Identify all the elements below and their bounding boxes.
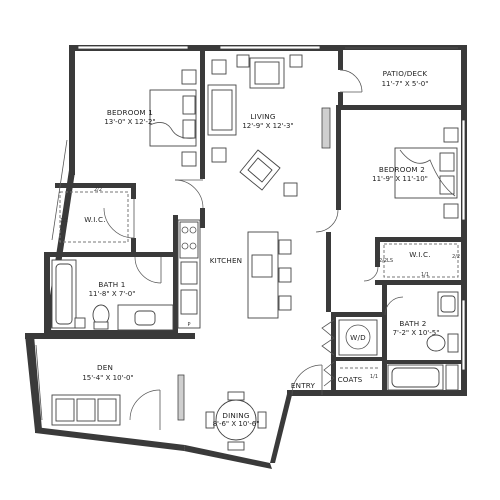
bath1-name: BATH 1: [98, 280, 125, 289]
wic2-name: W.I.C.: [409, 250, 430, 259]
wic1-top-shelf: 2/2: [94, 187, 102, 193]
room-labels: BEDROOM 1 13'-0" X 12'-2" LIVING 12'-9" …: [82, 69, 439, 428]
laundry-name: W/D: [350, 333, 366, 342]
den-furniture: [51, 374, 185, 426]
bath2-fixtures: [338, 291, 459, 391]
wic2-left-shelf: 2/2LS: [379, 258, 393, 264]
bath2-dims: 7'-2" X 10'-5": [393, 329, 440, 337]
shelf-labels: 2/2 1/1 2/2LS 2/2 1/1 1/1 P: [60, 187, 460, 380]
bedroom2-furniture: [394, 127, 459, 219]
bedroom2-dims: 11'-9" X 11'-10": [372, 175, 428, 183]
pantry-label: P: [187, 322, 190, 328]
living-name: LIVING: [250, 112, 275, 121]
wic1-name: W.I.C.: [84, 215, 105, 224]
dining-dims: 8'-6" X 10'-6": [213, 420, 260, 428]
entry-name: ENTRY: [291, 381, 316, 390]
wic1-side-shelf: 1/1: [60, 218, 68, 224]
coats-name: COATS: [338, 375, 363, 384]
bedroom2-name: BEDROOM 2: [379, 165, 425, 174]
wic2-bottom-shelf: 1/1: [421, 272, 429, 278]
kitchen-furniture: [177, 219, 292, 329]
den-name: DEN: [97, 363, 113, 372]
dining-furniture: [205, 391, 267, 451]
patio-dims: 11'-7" X 5'-0": [382, 80, 429, 88]
closet-shelves: [59, 191, 459, 369]
bath1-dims: 11'-8" X 7'-0": [89, 290, 136, 298]
den-dims: 15'-4" X 10'-0": [82, 374, 133, 382]
bedroom1-dims: 13'-0" X 12'-2": [104, 118, 155, 126]
bath1-fixtures: [51, 259, 174, 331]
interior-walls: [44, 50, 461, 394]
living-furniture: [207, 54, 331, 197]
living-dims: 12'-9" X 12'-3": [242, 122, 293, 130]
bedroom1-furniture: [149, 69, 197, 167]
patio-name: PATIO/DECK: [383, 69, 428, 78]
door-swings: [103, 69, 404, 430]
dining-name: DINING: [222, 411, 249, 420]
wic2-right-shelf: 2/2: [452, 254, 460, 260]
coats-shelf: 1/1: [370, 374, 378, 380]
windows: [35, 45, 466, 421]
kitchen-name: KITCHEN: [210, 256, 243, 265]
bedroom1-name: BEDROOM 1: [107, 108, 153, 117]
bath2-name: BATH 2: [399, 319, 426, 328]
